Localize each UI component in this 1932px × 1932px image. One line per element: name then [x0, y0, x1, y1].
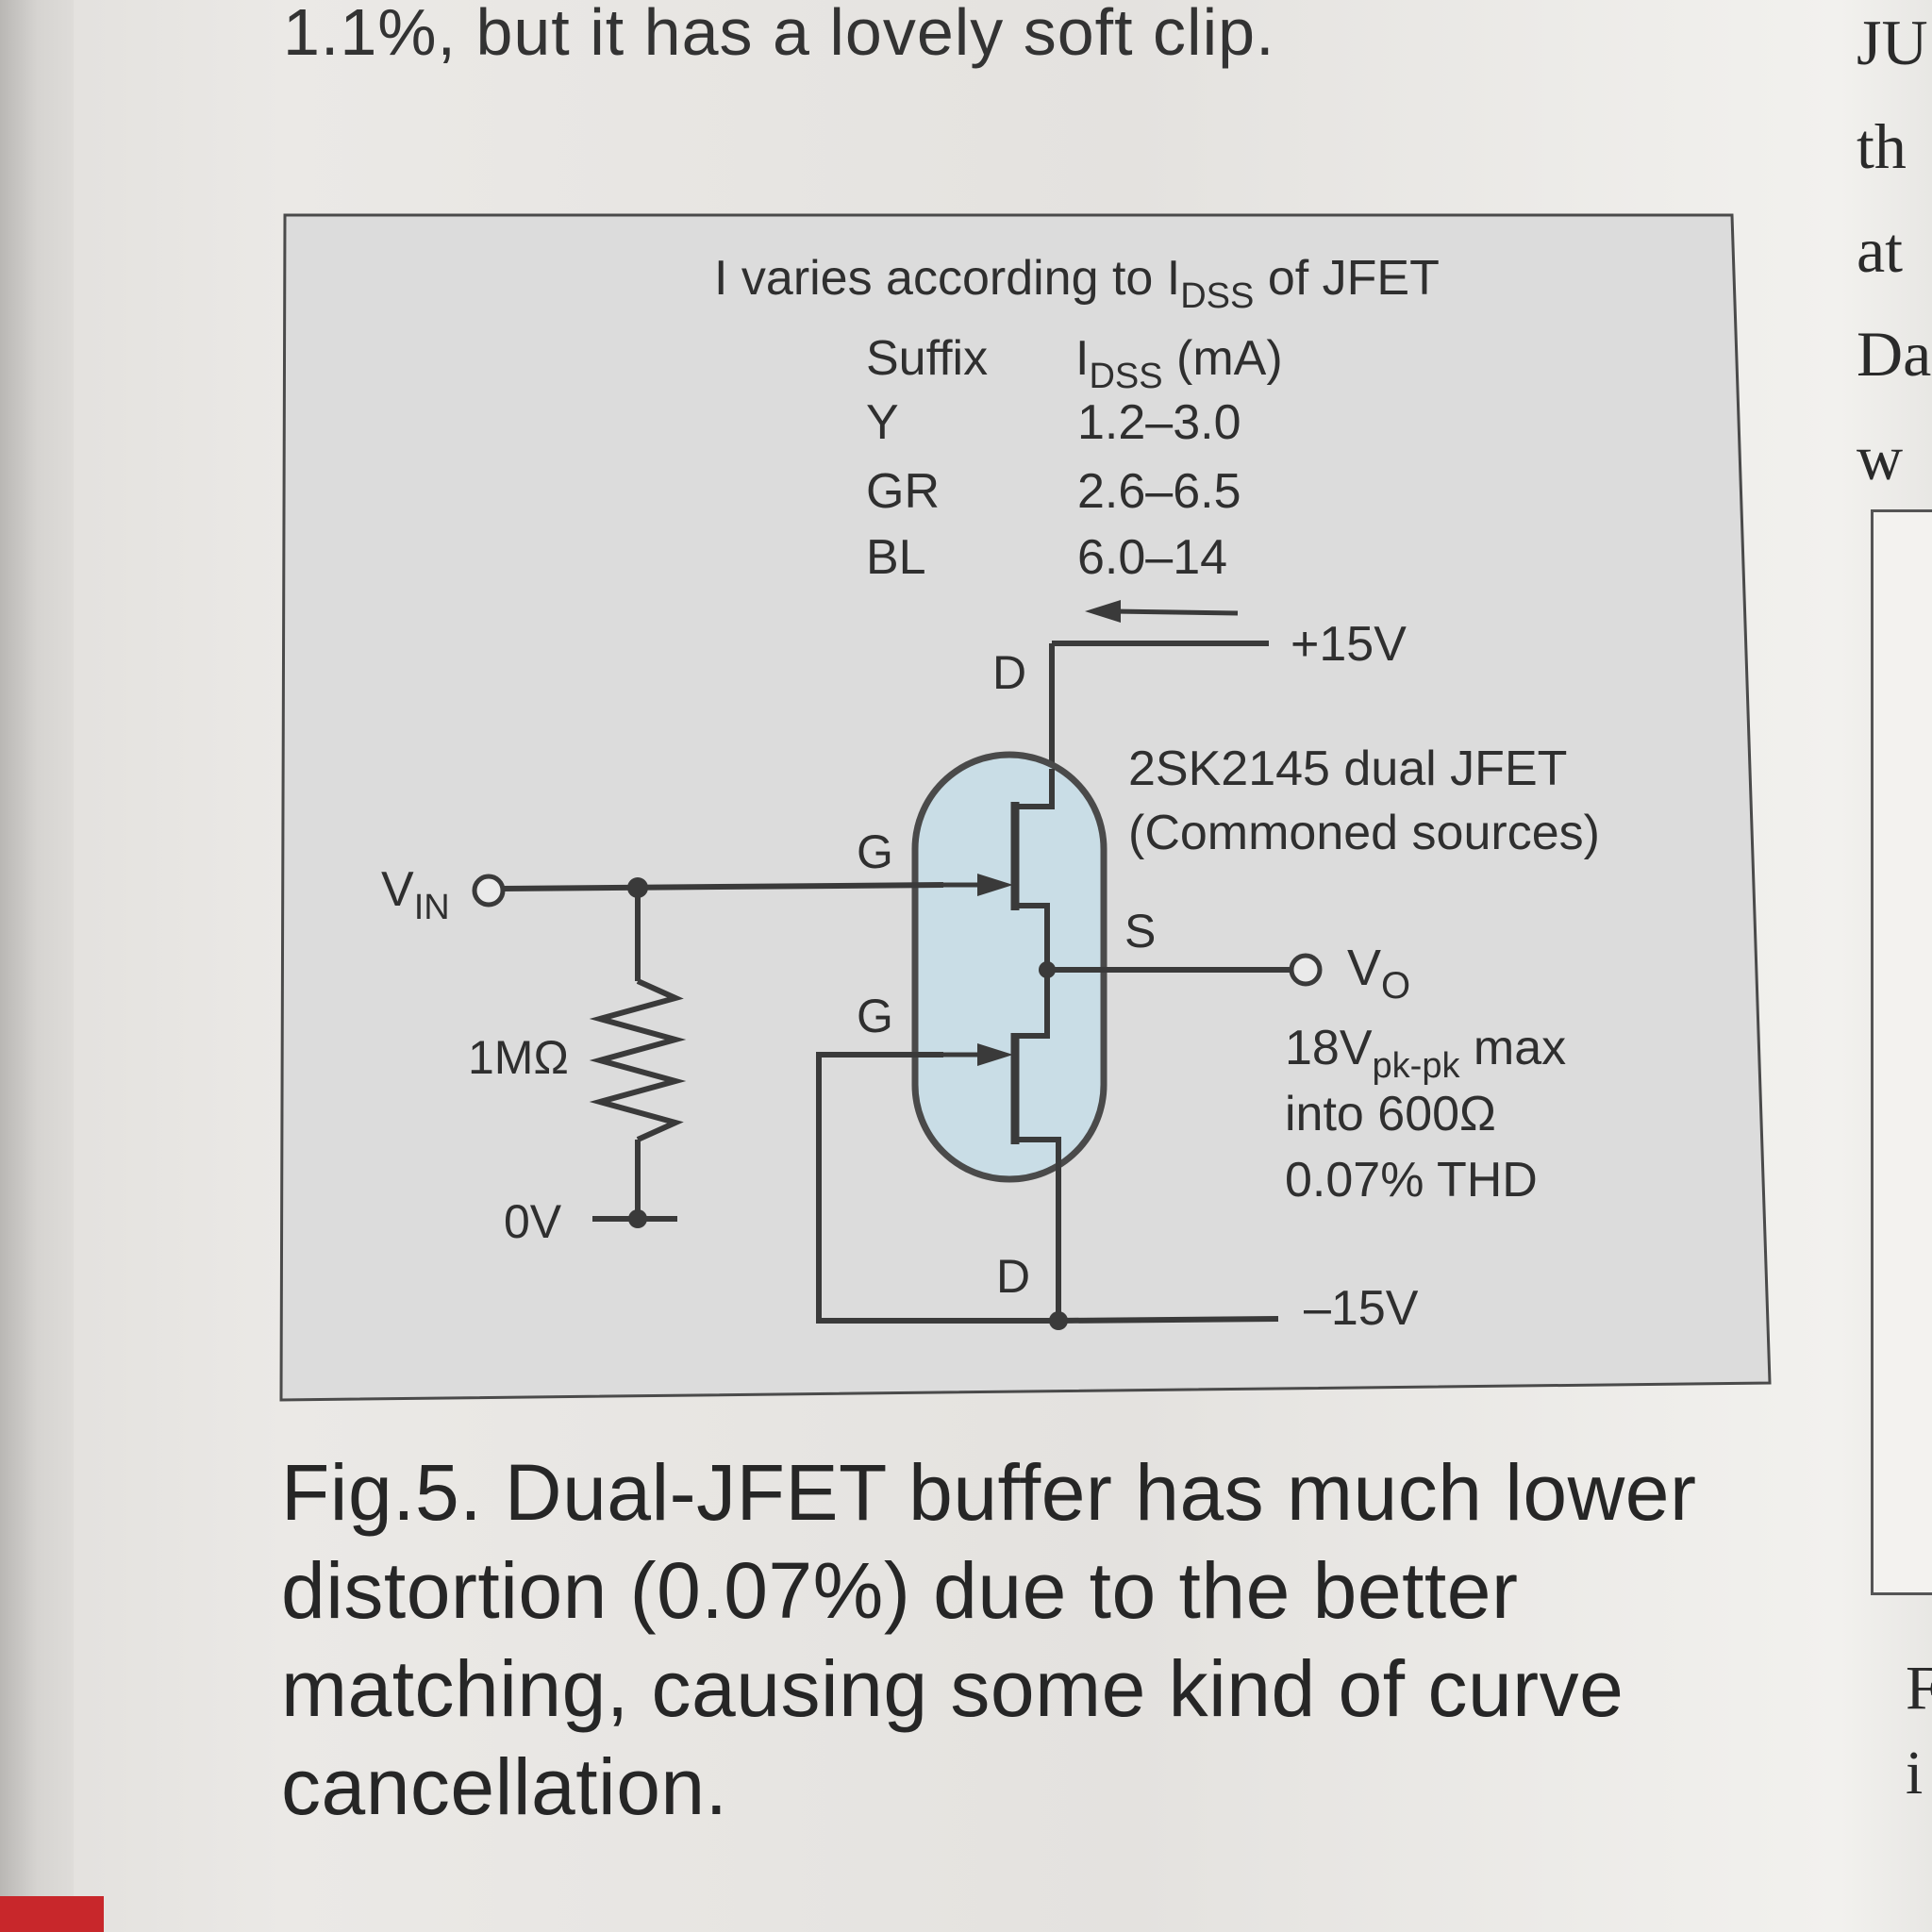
resistor-label: 1MΩ — [468, 1031, 569, 1084]
right-bottom-fragment: F — [1906, 1654, 1932, 1723]
right-fragment: Da — [1857, 318, 1932, 390]
right-column-text: JU th at Da w — [1857, 0, 1931, 509]
table-cell-suffix: BL — [866, 530, 926, 585]
vo-label: VO — [1347, 940, 1410, 1007]
drain-top-label: D — [992, 646, 1026, 699]
figure-caption: Fig.5. Dual-JFET buffer has much lower d… — [281, 1448, 1697, 1831]
right-fragment: th — [1857, 110, 1907, 182]
minus-rail-wire — [1058, 1316, 1279, 1324]
jfet-lower-symbol — [943, 970, 1061, 1321]
right-bottom-text: F i — [1906, 1646, 1932, 1816]
table-cell-idss: 1.2–3.0 — [1077, 395, 1241, 450]
ground-label: 0V — [504, 1195, 562, 1248]
plus-supply-label: +15V — [1291, 617, 1407, 672]
minus-supply-label: –15V — [1304, 1281, 1419, 1336]
body-text-top-line: 1.1%, but it has a lovely soft clip. — [283, 0, 1275, 69]
table-cell-suffix: GR — [866, 464, 940, 519]
gate-bottom-label: G — [857, 990, 893, 1042]
part-note-label: (Commoned sources) — [1128, 806, 1600, 860]
source-junction-dot — [1039, 961, 1056, 978]
gate-top-label: G — [857, 825, 893, 878]
part-name-label: 2SK2145 dual JFET — [1128, 741, 1567, 796]
table-header-suffix: Suffix — [866, 331, 988, 386]
vin-terminal — [472, 874, 506, 908]
figure-heading: I varies according to IDSS of JFET — [714, 251, 1440, 316]
spec-thd-label: 0.07% THD — [1285, 1153, 1538, 1208]
table-cell-idss: 6.0–14 — [1077, 530, 1227, 585]
current-arrow-icon — [1085, 600, 1239, 623]
vin-label: VIN — [381, 862, 450, 927]
table-cell-suffix: Y — [866, 395, 899, 450]
input-wire — [502, 882, 944, 891]
minus-rail-junction-dot — [1049, 1311, 1068, 1330]
spec-swing-label: 18Vpk-pk max — [1285, 1021, 1566, 1086]
red-page-edge — [0, 1896, 104, 1932]
right-fragment: at — [1857, 214, 1904, 286]
spec-load-label: into 600Ω — [1285, 1087, 1496, 1141]
jfet-upper-symbol — [943, 769, 1055, 970]
lower-gate-wire — [816, 1052, 1058, 1324]
table-header-idss: IDSS (mA) — [1075, 331, 1283, 396]
adjacent-figure-box — [1871, 509, 1932, 1595]
table-cell-idss: 2.6–6.5 — [1077, 464, 1241, 519]
right-bottom-fragment: i — [1906, 1739, 1924, 1807]
book-gutter — [0, 0, 74, 1932]
vo-terminal — [1289, 953, 1323, 987]
right-fragment: w — [1857, 422, 1904, 493]
source-label: S — [1124, 905, 1156, 958]
right-fragment: JU — [1857, 7, 1928, 78]
ground-junction-dot — [628, 1209, 647, 1228]
resistor-1m-symbol — [589, 888, 687, 1219]
drain-bottom-label: D — [996, 1250, 1030, 1303]
